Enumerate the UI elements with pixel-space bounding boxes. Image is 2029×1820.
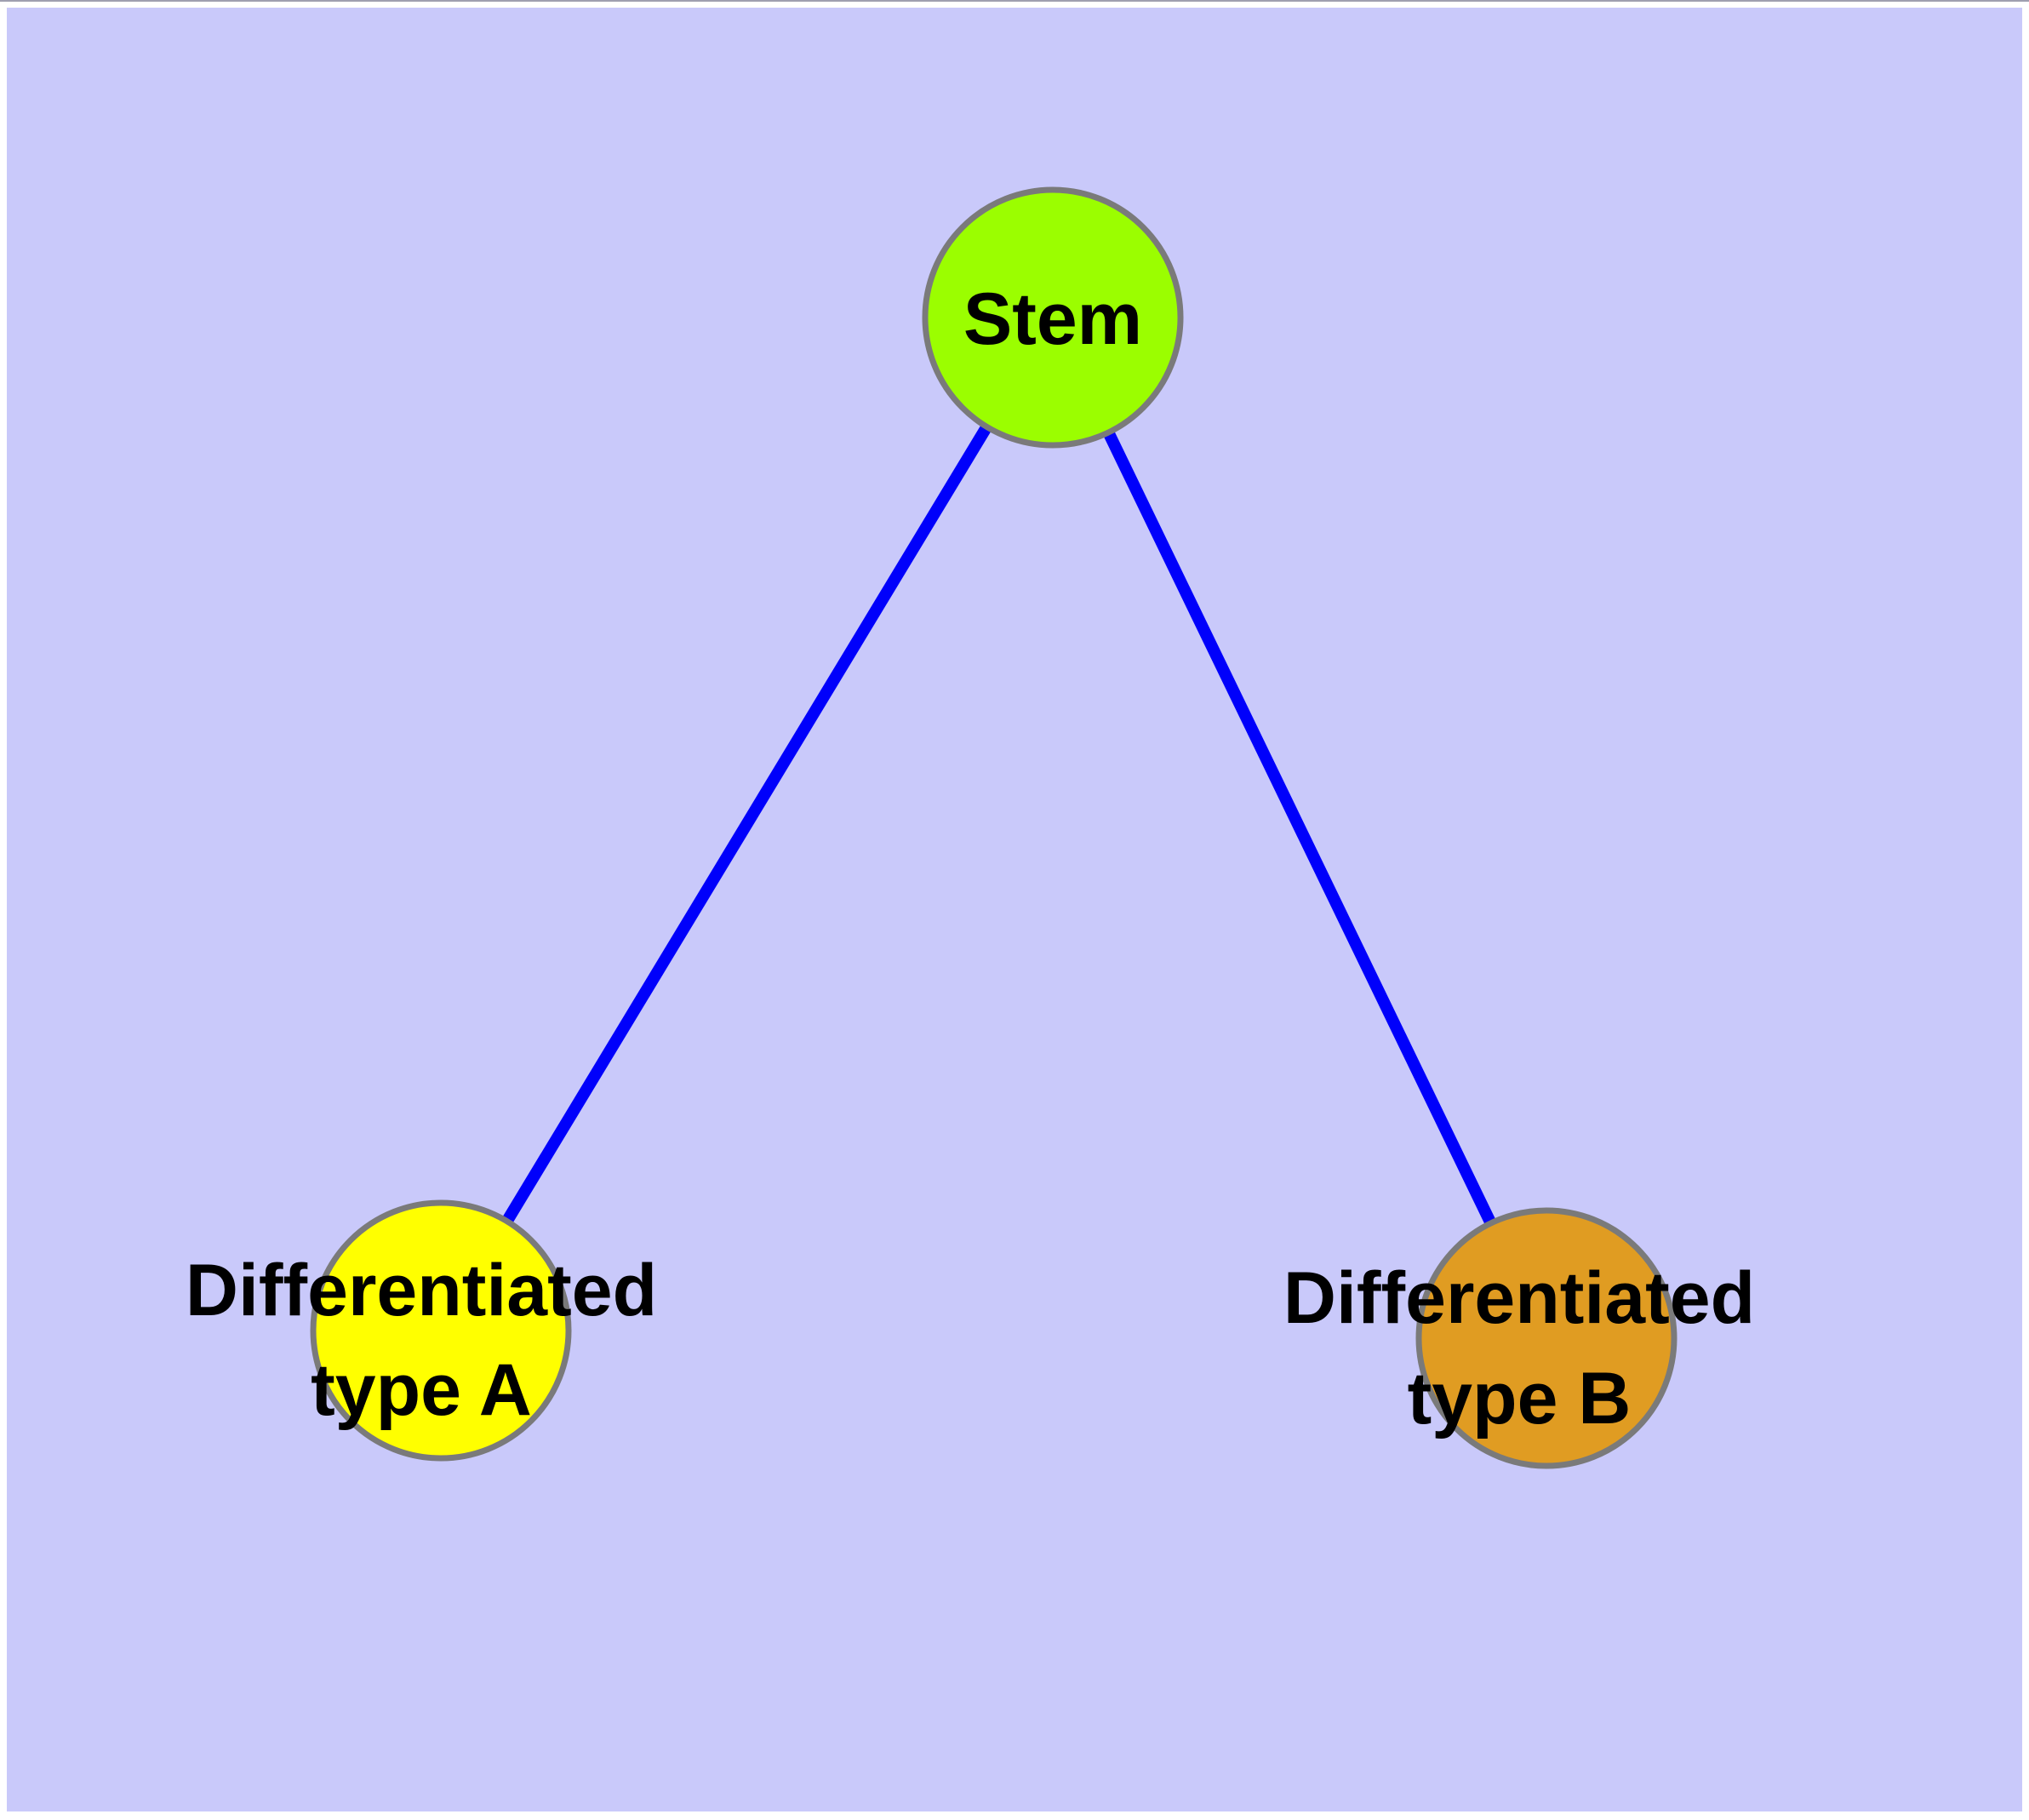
type-b-node-label-line1: Differentiated: [1283, 1257, 1755, 1339]
stem-node: [922, 186, 1184, 449]
type-a-node-label-line2: type A: [311, 1349, 532, 1431]
top-hairline: [0, 0, 2029, 2]
type-b-node: [1415, 1207, 1677, 1469]
type-a-node-label-line1: Differentiated: [186, 1250, 657, 1331]
type-b-node-label-line2: type B: [1408, 1358, 1632, 1439]
edge-stem-to-type-a: [436, 314, 1058, 1334]
edge-stem-to-type-b: [1047, 314, 1552, 1342]
stem-node-label: Stem: [963, 278, 1142, 360]
type-a-node: [310, 1199, 572, 1462]
